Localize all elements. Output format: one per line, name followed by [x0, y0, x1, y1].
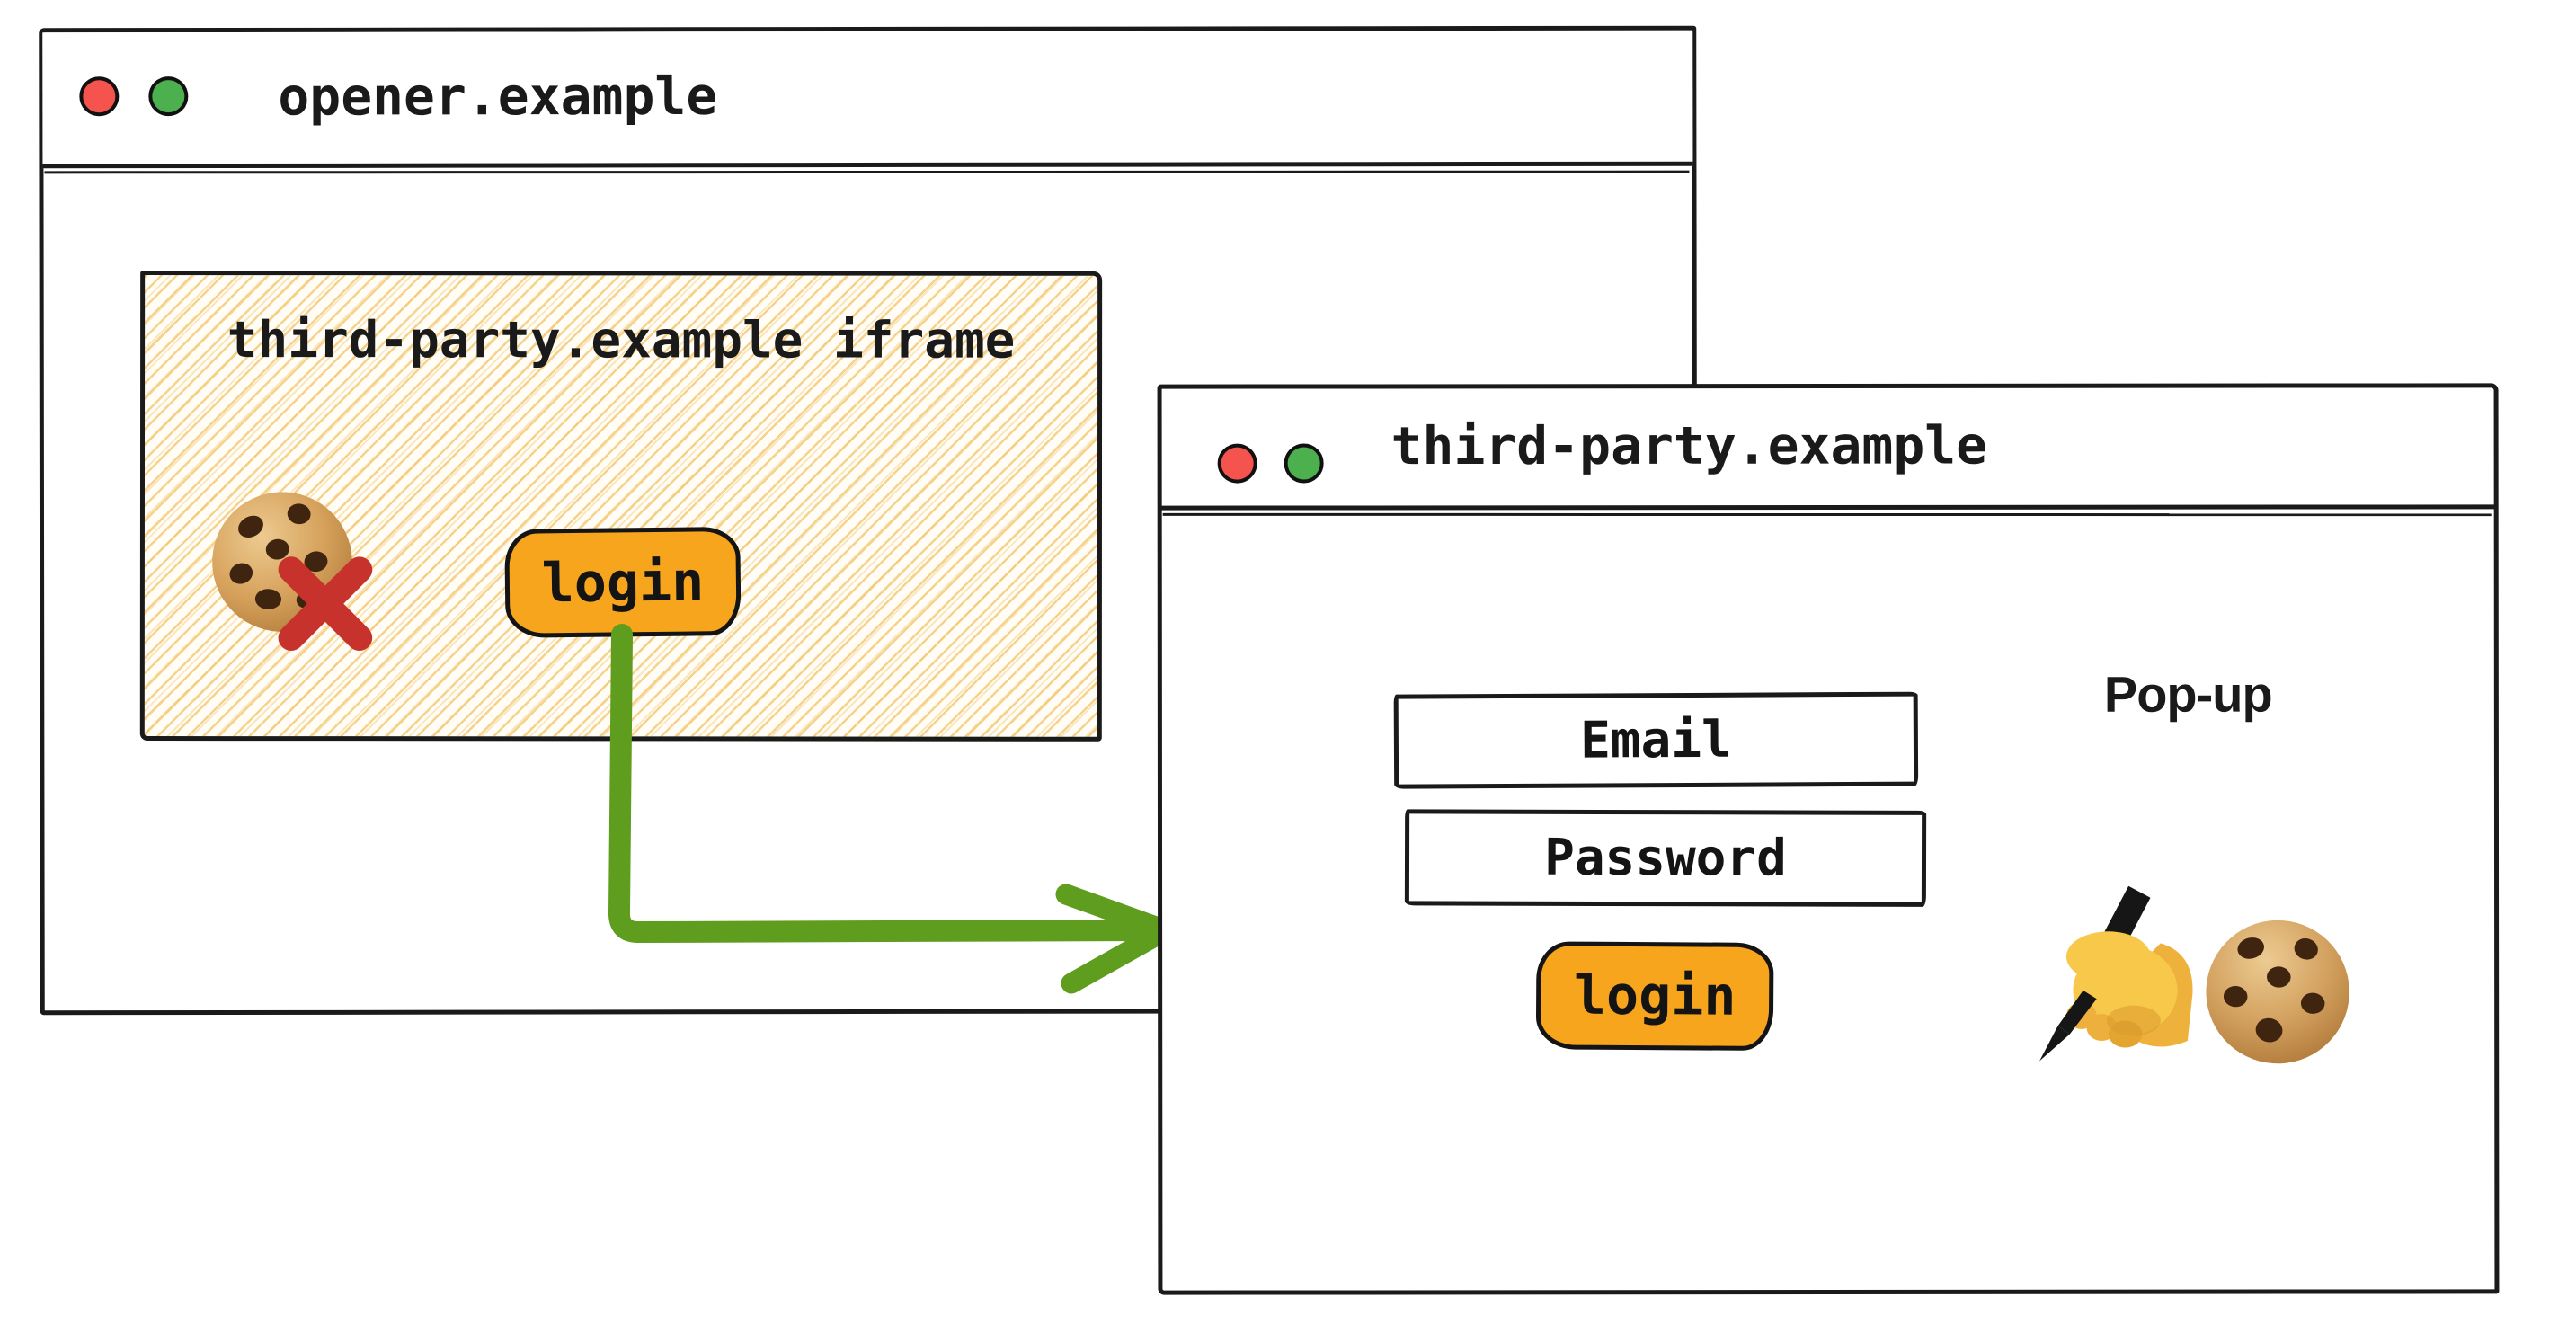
close-window-icon[interactable] — [79, 76, 120, 117]
cookie-icon — [2197, 912, 2359, 1071]
third-party-iframe: third-party.example iframe — [139, 271, 1103, 742]
popup-window: third-party.example Pop-up Email Passwor… — [1157, 383, 2500, 1295]
popup-login-button[interactable]: login — [1535, 941, 1774, 1051]
green-arrow — [608, 624, 1177, 994]
writing-hand-icon — [2032, 885, 2201, 1071]
popup-titlebar: third-party.example — [1160, 387, 2495, 511]
popup-window-title: third-party.example — [1390, 414, 1988, 477]
opener-titlebar: opener.example — [42, 30, 1693, 169]
opener-window-title: opener.example — [278, 65, 718, 128]
iframe-label: third-party.example iframe — [227, 311, 1016, 370]
popup-annotation: Pop-up — [2103, 665, 2272, 723]
opener-window: opener.example third-party.example ifram… — [39, 25, 1698, 1016]
password-field[interactable]: Password — [1404, 809, 1927, 907]
red-cross-icon — [271, 552, 379, 655]
minimize-window-icon[interactable] — [1284, 443, 1324, 484]
close-window-icon[interactable] — [1217, 443, 1257, 484]
minimize-window-icon[interactable] — [148, 76, 189, 117]
email-field[interactable]: Email — [1393, 691, 1919, 789]
